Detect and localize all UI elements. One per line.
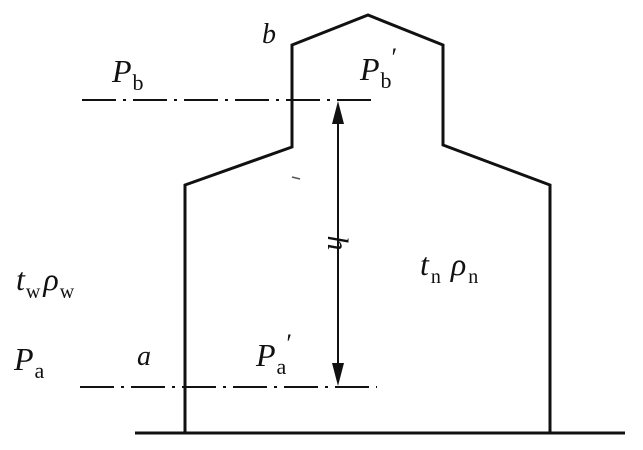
pressure-a-outside-label: Pa (13, 341, 45, 383)
pressure-a-inside-label: Pa′ (255, 329, 292, 379)
outside-condition-label: twρw (16, 261, 75, 303)
building-outline (183, 13, 552, 433)
height-arrow-top (332, 101, 344, 124)
point-a-label: a (137, 341, 151, 372)
height-label: h (321, 236, 354, 251)
pressure-b-outside-label: Pb (111, 53, 144, 95)
point-b-label: b (262, 19, 276, 50)
height-arrow-bottom (332, 363, 344, 386)
scan-mark (291, 176, 301, 180)
pressure-b-inside-label: Pb′ (359, 43, 397, 93)
